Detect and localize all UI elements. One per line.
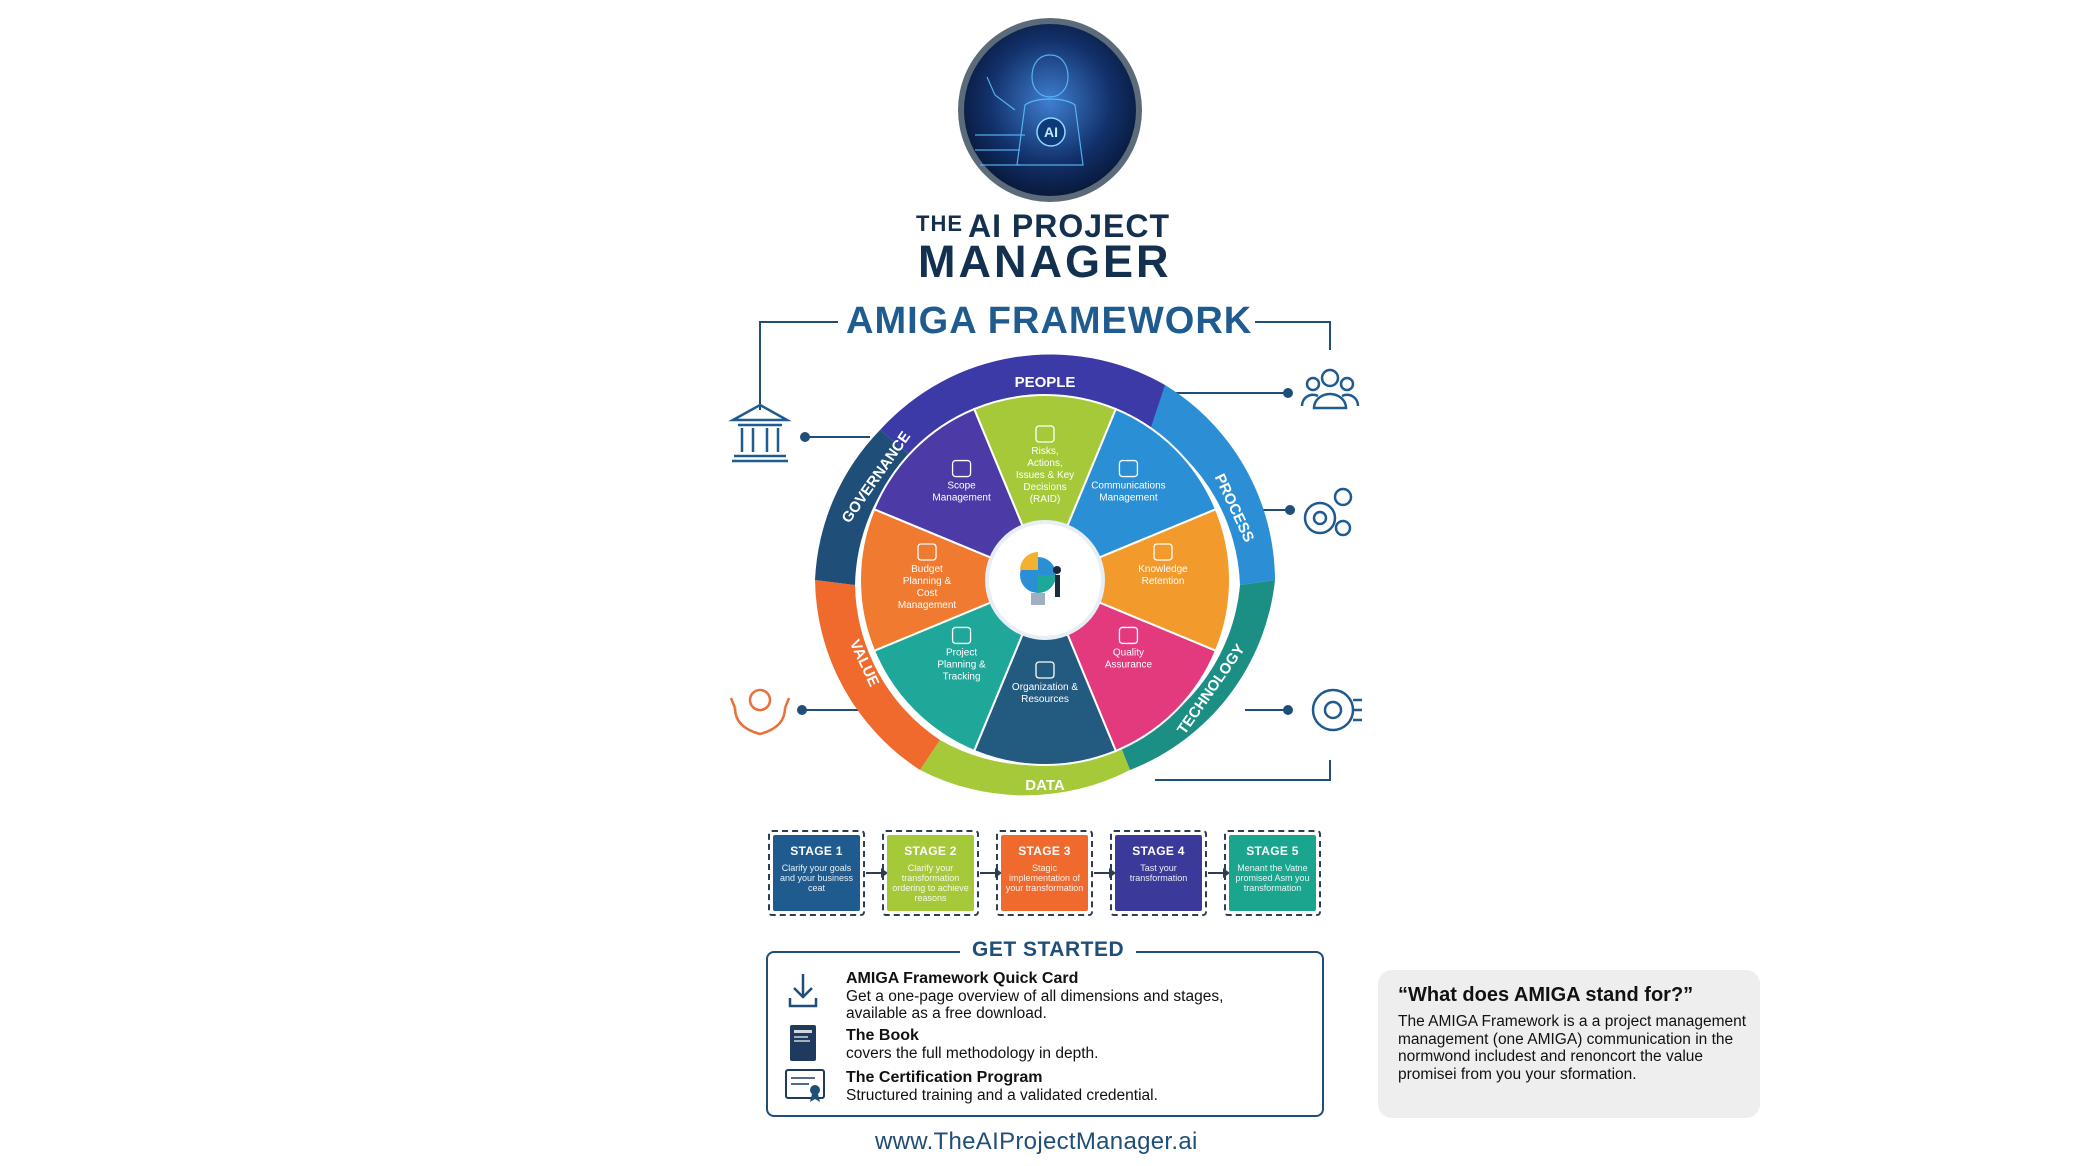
segment-2 [1042,507,1231,653]
segment-icon-3 [1118,626,1139,645]
ring-label-data: DATA [1025,777,1065,794]
ring-arc-data [920,740,1130,796]
stage-card-body: STAGE 3 Stagic implementation of your tra… [1001,835,1088,911]
people-icon [1300,368,1360,410]
brand-manager-text: MANAGER [918,236,1172,287]
amiga-wheel-diagram: PEOPLE PROCESS TECHNOLOGY DATA VALUE GOV… [728,321,1362,796]
website-link[interactable]: www.TheAIProjectManager.ai [875,1128,1198,1155]
quick-card-title[interactable]: AMIGA Framework Quick Card [846,970,1079,987]
brand-the-text: THE [916,211,963,236]
stage-title: STAGE 4 [1132,844,1185,858]
quick-card-text: Get a one-page overview of all dimension… [846,988,1224,1022]
stage-title: STAGE 1 [790,844,843,858]
certification-text: Structured training and a validated cred… [846,1087,1158,1104]
brand-ai-project-text: AI PROJECT [968,208,1171,244]
segment-icon-7 [951,459,972,478]
stage-card-body: STAGE 1 Clarify your goals and your busin… [773,835,860,911]
get-started-title: GET STARTED [960,938,1137,962]
hands-award-icon [729,688,791,736]
stage-card-body: STAGE 2 Clarify your transformation order… [887,835,974,911]
faq-answer: The AMIGA Framework is a a project manag… [1398,1013,1747,1083]
segment-icon-0 [1035,425,1055,443]
tech-gear-icon [1311,688,1362,732]
segment-icon-5 [951,626,972,645]
ring-arc-technology [1120,580,1275,770]
ring-arc-people [880,354,1180,455]
stage-card-body: STAGE 4 Tast your transformation [1115,835,1202,911]
faq-callout [1378,970,1760,1118]
segment-6 [859,507,1048,653]
stage-title: STAGE 5 [1246,844,1299,858]
stage-card-5: STAGE 5 Menant the Vatne promised Asm you… [1224,830,1321,916]
lightbulb-puzzle-icon [1020,552,1061,605]
segment-5 [872,578,1047,753]
segment-3 [1043,578,1218,753]
download-icon[interactable] [786,970,820,1010]
book-text: covers the full methodology in depth. [846,1045,1099,1062]
segment-icon-6 [917,543,937,561]
certification-title[interactable]: The Certification Program [846,1069,1043,1086]
segment-icon-2 [1153,543,1173,561]
stage-card-2: STAGE 2 Clarify your transformation order… [882,830,979,916]
stage-card-4: STAGE 4 Tast your transformation [1110,830,1207,916]
stage-description: Tast your transformation [1129,863,1188,883]
faq-question: “What does AMIGA stand for?” [1398,984,1694,1006]
segment-7 [872,407,1047,582]
book-icon[interactable] [789,1024,817,1062]
book-title[interactable]: The Book [846,1027,919,1044]
ring-arc-process [1150,385,1275,585]
ring-arc-governance [815,430,910,585]
gears-icon [1303,487,1353,537]
ring-label-people: PEOPLE [1015,374,1076,391]
stage-arrow [1094,868,1116,878]
stage-arrow [866,868,888,878]
stage-description: Menant the Vatne promised Asm you transf… [1235,863,1310,893]
stage-card-3: STAGE 3 Stagic implementation of your tra… [996,830,1093,916]
segment-label-4: Organization &Resources [1012,682,1078,705]
segment-icon-4 [1035,661,1055,679]
certificate-icon[interactable] [785,1068,825,1104]
stage-title: STAGE 3 [1018,844,1071,858]
inner-segments [859,394,1231,766]
stage-description: Clarify your transformation ordering to … [892,863,969,903]
logo-ai-badge: AI [1044,124,1058,140]
framework-title: AMIGA FRAMEWORK [846,300,1253,342]
outer-ring [815,354,1275,796]
building-icon [728,403,792,463]
stage-card-1: STAGE 1 Clarify your goals and your busin… [768,830,865,916]
stage-description: Clarify your goals and your business cea… [779,863,854,893]
ring-arc-value [815,580,940,770]
logo-image: AI [958,18,1142,202]
segment-1 [1043,407,1218,582]
stage-card-body: STAGE 5 Menant the Vatne promised Asm you… [1229,835,1316,911]
stage-arrow [1208,868,1230,878]
connector-lines [759,321,1331,781]
segment-0 [972,394,1118,583]
segment-icon-1 [1118,459,1139,478]
stage-title: STAGE 2 [904,844,957,858]
stage-arrow [980,868,1002,878]
stage-description: Stagic implementation of your transforma… [1005,863,1084,893]
segment-4 [972,577,1118,766]
